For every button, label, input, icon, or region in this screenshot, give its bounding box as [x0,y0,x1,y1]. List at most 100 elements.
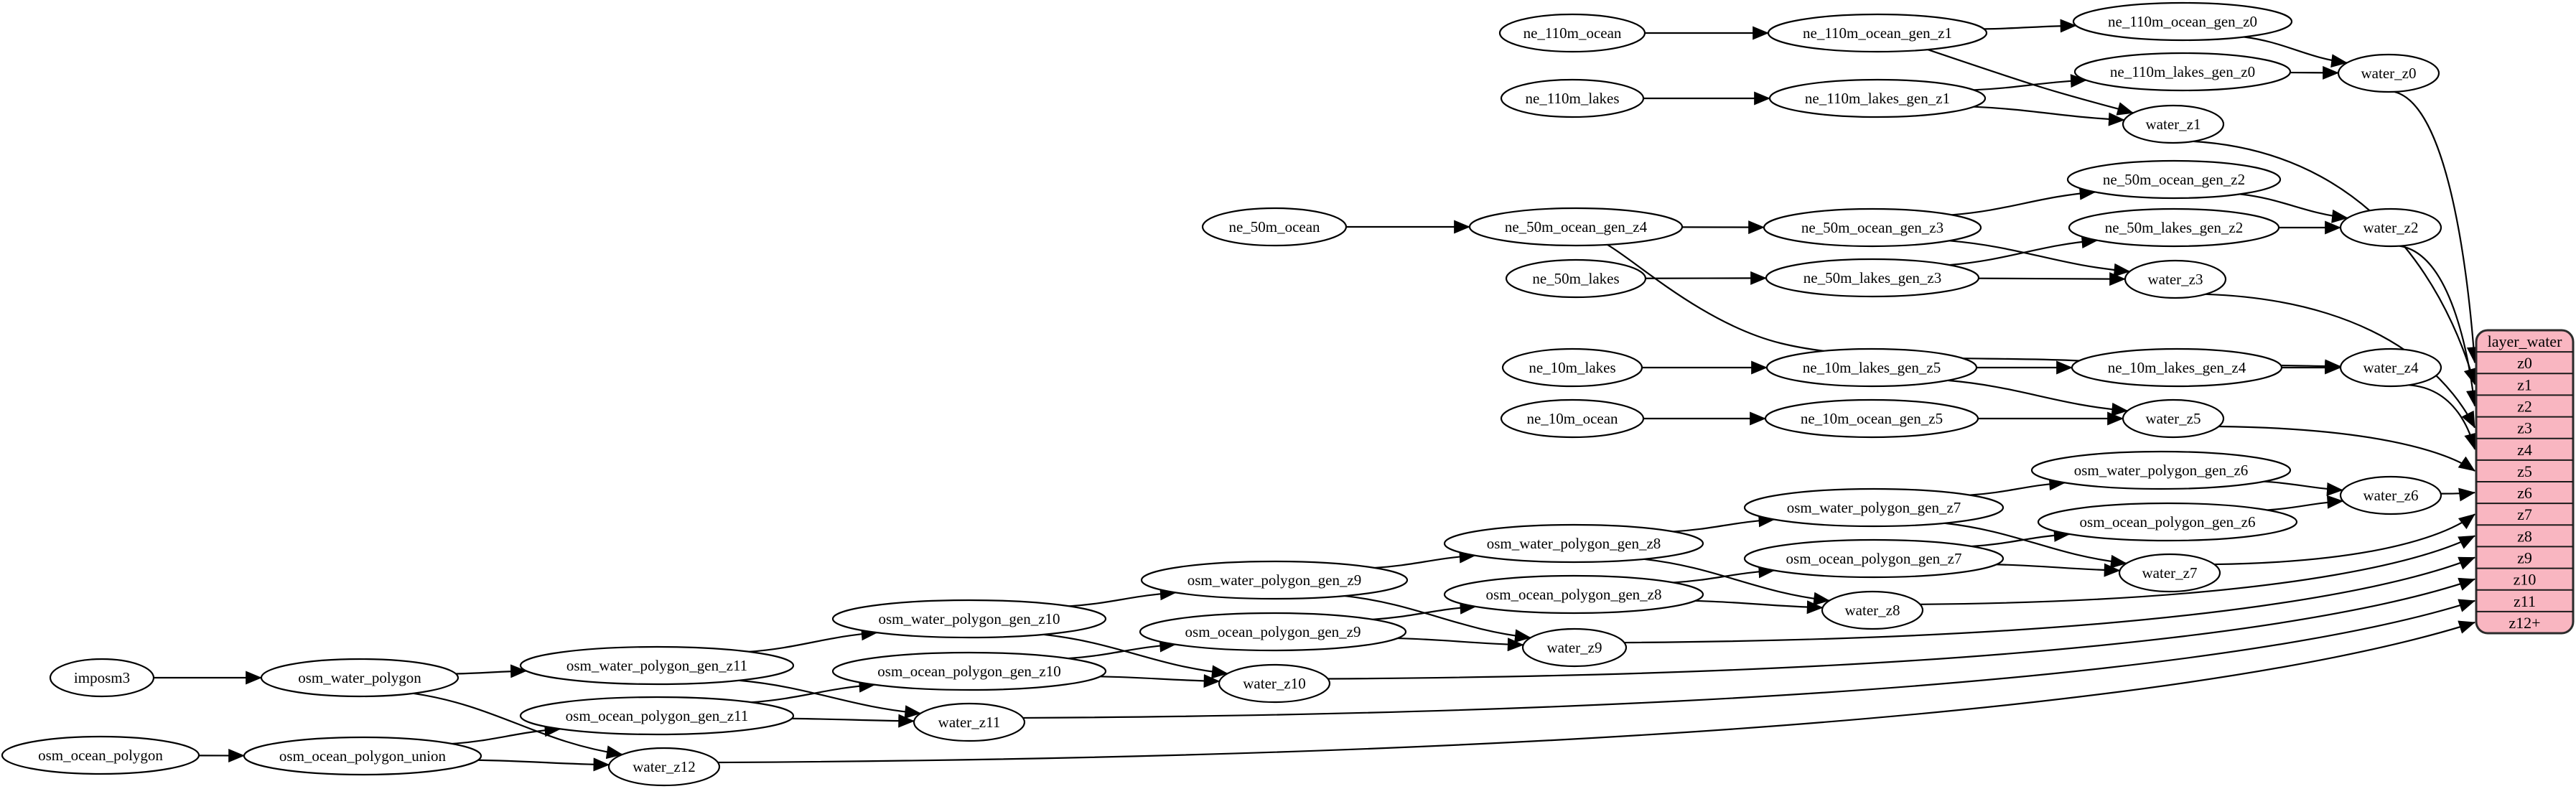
node-ellipse-ne_50m_ocean_gen_z4 [1468,207,1684,247]
node-osm_ocean_polygon_gen_z10: osm_ocean_polygon_gen_z10 [831,651,1107,691]
node-label-ne_50m_lakes_gen_z2: ne_50m_lakes_gen_z2 [2105,219,2243,236]
node-label-water_z9: water_z9 [1547,639,1602,656]
node-label-ne_10m_lakes_gen_z5: ne_10m_lakes_gen_z5 [1803,359,1941,376]
node-label-ne_50m_ocean_gen_z4: ne_50m_ocean_gen_z4 [1505,218,1648,235]
edge-osm_ocean_polygon_union-to-osm_ocean_polygon_gen_z11 [452,723,561,745]
edge-ne_50m_lakes_gen_z3-to-ne_50m_lakes_gen_z2 [1949,235,2099,266]
node-label-osm_water_polygon_gen_z11: osm_water_polygon_gen_z11 [566,657,747,674]
node-label-osm_water_polygon: osm_water_polygon [298,669,421,686]
edge-osm_water_polygon-to-osm_water_polygon_gen_z11 [455,664,527,678]
node-osm_water_polygon_gen_z8: osm_water_polygon_gen_z8 [1443,523,1704,564]
node-ne_110m_ocean_gen_z0: ne_110m_ocean_gen_z0 [2072,1,2293,42]
edge-osm_water_polygon-to-water_z12 [413,692,623,760]
node-label-water_z10: water_z10 [1243,675,1305,692]
node-label-water_z7: water_z7 [2142,564,2198,582]
node-ellipse-ne_50m_lakes_gen_z2 [2068,207,2280,248]
node-ellipse-ne_110m_ocean_gen_z0 [2072,1,2293,42]
node-ellipse-water_z12 [607,747,721,787]
node-ellipse-osm_water_polygon_gen_z10 [831,599,1107,639]
node-ellipse-osm_ocean_polygon_gen_z8 [1443,574,1704,615]
layer-water-table: layer_waterz0z1z2z3z4z5z6z7z8z9z10z11z12… [2475,329,2575,635]
edge-osm_water_polygon_gen_z10-to-water_z10 [1043,633,1228,679]
node-label-imposm3: imposm3 [74,669,130,686]
layer-table-row-z5: z5 [2517,462,2532,480]
node-ellipse-water_z7 [2118,553,2221,593]
edge-osm_water_polygon_gen_z9-to-osm_water_polygon_gen_z8 [1374,549,1476,569]
edge-osm_water_polygon_gen_z11-to-water_z11 [739,679,922,719]
node-ne_110m_ocean_gen_z1: ne_110m_ocean_gen_z1 [1767,13,1988,53]
edge-osm_ocean_polygon_gen_z9-to-water_z9 [1397,637,1524,652]
node-ellipse-ne_110m_ocean [1498,13,1646,53]
node-ellipse-ne_50m_lakes_gen_z3 [1765,258,1980,298]
node-label-ne_50m_lakes: ne_50m_lakes [1532,270,1619,287]
node-ne_10m_lakes: ne_10m_lakes [1501,347,1643,388]
node-ne_110m_ocean: ne_110m_ocean [1498,13,1646,53]
node-label-water_z6: water_z6 [2363,487,2419,504]
node-ellipse-ne_110m_lakes [1500,78,1645,118]
nodes-layer: ne_110m_ocean ne_110m_ocean_gen_z1 ne_110m… [1,1,2442,787]
edge-ne_110m_ocean_gen_z1-to-ne_110m_ocean_gen_z0 [1984,19,2077,33]
node-label-water_z1: water_z1 [2146,116,2201,133]
node-label-ne_110m_ocean_gen_z1: ne_110m_ocean_gen_z1 [1803,24,1952,42]
node-ne_10m_lakes_gen_z4: ne_10m_lakes_gen_z4 [2071,347,2283,388]
edge-water_z7-to-layer-water-z7 [2214,513,2475,566]
edge-osm_ocean_polygon_gen_z8-to-water_z8 [1695,599,1824,615]
node-water_z6: water_z6 [2339,475,2442,515]
node-ne_50m_lakes: ne_50m_lakes [1505,258,1647,299]
layer-table-row-z1: z1 [2517,375,2532,393]
layer-table-row-z8: z8 [2517,527,2532,545]
node-ellipse-osm_ocean_polygon [1,735,200,775]
node-ellipse-osm_ocean_polygon_gen_z7 [1743,538,2005,579]
node-osm_water_polygon_gen_z10: osm_water_polygon_gen_z10 [831,599,1107,639]
edge-osm_water_polygon_gen_z7-to-water_z7 [1944,522,2127,569]
edge-ne_110m_ocean_gen_z1-to-water_z1 [1927,49,2134,116]
edge-osm_water_polygon_gen_z9-to-water_z9 [1344,594,1531,643]
node-ellipse-water_z2 [2339,207,2442,248]
node-osm_ocean_polygon_gen_z8: osm_ocean_polygon_gen_z8 [1443,574,1704,615]
node-osm_ocean_polygon_union: osm_ocean_polygon_union [243,736,482,776]
edge-ne_50m_ocean_gen_z3-to-ne_50m_ocean_gen_z2 [1951,186,2096,216]
layer-table-row-z7: z7 [2517,505,2532,523]
node-water_z9: water_z9 [1521,627,1628,668]
node-osm_water_polygon_gen_z9: osm_water_polygon_gen_z9 [1140,560,1409,600]
node-ne_50m_ocean_gen_z2: ne_50m_ocean_gen_z2 [2066,159,2282,200]
node-label-water_z12: water_z12 [633,758,695,775]
node-label-ne_50m_ocean: ne_50m_ocean [1228,218,1320,235]
node-label-ne_110m_ocean_gen_z0: ne_110m_ocean_gen_z0 [2108,13,2257,30]
node-osm_water_polygon_gen_z11: osm_water_polygon_gen_z11 [519,645,795,686]
node-ne_50m_lakes_gen_z3: ne_50m_lakes_gen_z3 [1765,258,1980,298]
layer-table-header: layer_water [2488,332,2562,350]
node-label-water_z5: water_z5 [2146,410,2201,427]
node-label-ne_10m_lakes: ne_10m_lakes [1529,359,1615,376]
layer-table-row-z12+: z12+ [2509,614,2540,632]
edge-ne_50m_ocean_gen_z3-to-water_z3 [1949,240,2131,277]
edge-osm_ocean_polygon_gen_z10-to-water_z10 [1100,674,1221,688]
node-water_z2: water_z2 [2339,207,2442,248]
node-osm_ocean_polygon_gen_z11: osm_ocean_polygon_gen_z11 [519,696,795,736]
node-ellipse-osm_ocean_polygon_gen_z6 [2037,502,2298,542]
edge-water_z4-to-layer-water-z4 [2408,384,2478,450]
node-ellipse-ne_50m_ocean_gen_z2 [2066,159,2282,200]
edge-ne_110m_lakes_gen_z1-to-water_z1 [1973,106,2125,126]
node-ellipse-ne_110m_ocean_gen_z1 [1767,13,1988,53]
node-ellipse-water_z11 [913,702,1026,742]
node-label-osm_water_polygon_gen_z9: osm_water_polygon_gen_z9 [1187,571,1362,589]
node-ellipse-ne_50m_lakes [1505,258,1647,299]
node-water_z7: water_z7 [2118,553,2221,593]
node-ellipse-water_z0 [2337,53,2440,93]
node-imposm3: imposm3 [49,658,155,698]
edge-water_z11-to-layer-water-z11 [1022,599,2475,719]
node-ne_110m_lakes_gen_z0: ne_110m_lakes_gen_z0 [2073,52,2292,92]
node-ellipse-water_z6 [2339,475,2442,515]
node-ellipse-ne_110m_lakes_gen_z0 [2073,52,2292,92]
node-ellipse-water_z4 [2339,347,2442,388]
node-label-osm_ocean_polygon_gen_z6: osm_ocean_polygon_gen_z6 [2080,513,2256,531]
layer-table-row-z4: z4 [2517,441,2532,459]
node-label-water_z2: water_z2 [2363,219,2419,236]
node-ellipse-ne_10m_ocean [1500,398,1645,439]
node-label-osm_water_polygon_gen_z10: osm_water_polygon_gen_z10 [878,610,1060,627]
node-osm_water_polygon: osm_water_polygon [260,658,459,698]
edge-ne_110m_ocean_gen_z0-to-water_z0 [2244,36,2348,68]
edge-water_z2-to-layer-water-z2 [2399,245,2480,407]
